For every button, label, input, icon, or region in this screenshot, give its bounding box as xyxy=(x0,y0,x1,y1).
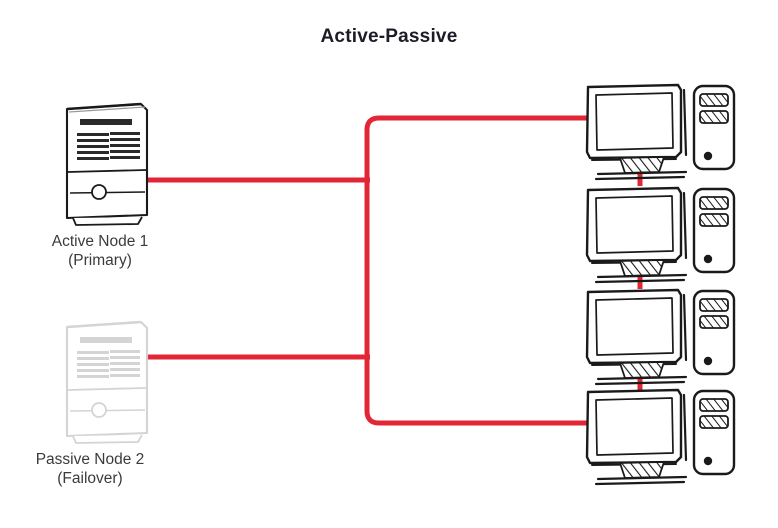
active-node-label: Active Node 1 (Primary) xyxy=(0,232,215,271)
computer-tower-icon-2[interactable] xyxy=(692,187,736,274)
server-vents-right xyxy=(110,132,140,159)
server-tower-icon-passive[interactable] xyxy=(65,320,149,444)
monitor-stand-neck-3 xyxy=(618,361,666,379)
server-label-strip xyxy=(80,119,132,125)
monitor-stand-neck-4 xyxy=(618,461,666,479)
passive-node-label-line1: Passive Node 2 xyxy=(35,451,145,468)
page-title: Active-Passive xyxy=(320,26,458,47)
passive-node-label-line2: (Failover) xyxy=(57,470,123,488)
active-node-label-line1: Active Node 1 xyxy=(51,233,149,250)
active-node-label-line2: (Primary) xyxy=(68,252,132,270)
computer-tower-icon-4[interactable] xyxy=(692,389,736,476)
desktop-computer-icon-4[interactable] xyxy=(585,388,736,486)
server-vents-left xyxy=(77,133,109,160)
computer-tower-icon-1[interactable] xyxy=(692,84,736,171)
link-bus-backbone xyxy=(364,115,588,426)
server-vents-left-passive xyxy=(77,351,109,378)
server-label-strip-passive xyxy=(80,337,132,343)
desktop-computer-icon-2[interactable] xyxy=(585,186,736,284)
desktop-computer-icon-3[interactable] xyxy=(585,288,736,386)
server-vents-right-passive xyxy=(110,350,140,377)
passive-node-label: Passive Node 2 (Failover) xyxy=(0,450,205,489)
desktop-computer-icon-1[interactable] xyxy=(585,83,736,181)
monitor-stand-neck-2 xyxy=(618,259,666,277)
network-links xyxy=(146,115,643,426)
monitor-stand-neck-1 xyxy=(618,156,666,174)
server-tower-icon-active[interactable] xyxy=(65,102,149,226)
computer-tower-icon-3[interactable] xyxy=(692,289,736,376)
